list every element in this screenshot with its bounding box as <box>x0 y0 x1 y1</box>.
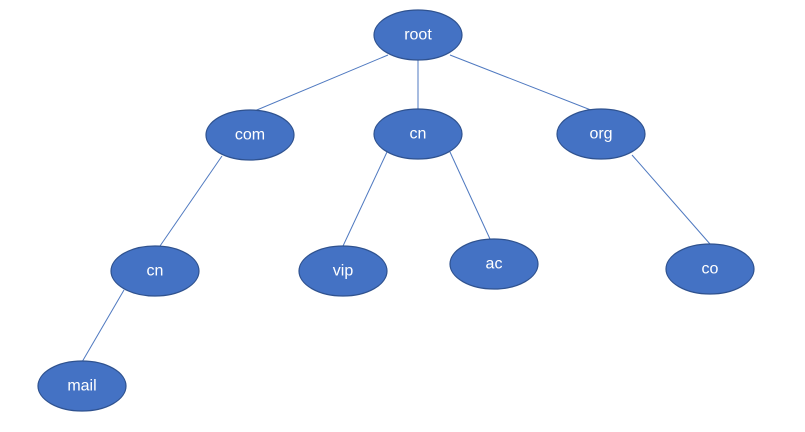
node-cn-top: cn <box>373 108 463 160</box>
node-com-label: com <box>235 127 265 144</box>
edge-cn-vip <box>342 151 388 247</box>
node-cn-top-label: cn <box>410 126 427 143</box>
node-mail: mail <box>37 360 127 412</box>
node-mail-label: mail <box>67 378 96 395</box>
node-vip-shape <box>298 245 388 297</box>
node-org-shape <box>556 108 646 160</box>
node-co-shape <box>665 243 755 295</box>
node-org-label: org <box>589 126 612 143</box>
nodes-layer: root com cn org cn vip ac co <box>37 9 755 412</box>
edge-cn-ac <box>449 151 491 240</box>
edges-layer <box>81 54 711 363</box>
node-cn-com: cn <box>110 245 200 297</box>
node-ac: ac <box>449 238 539 290</box>
node-co: co <box>665 243 755 295</box>
node-cn-com-label: cn <box>147 263 164 280</box>
node-cn-com-shape <box>110 245 200 297</box>
edge-root-com <box>251 54 389 113</box>
edge-com-cn <box>159 155 223 247</box>
node-ac-shape <box>449 238 539 290</box>
node-co-label: co <box>702 261 719 278</box>
node-org: org <box>556 108 646 160</box>
node-com: com <box>205 109 295 161</box>
node-cn-top-shape <box>373 108 463 160</box>
edge-cn-mail <box>81 289 125 363</box>
edge-root-org <box>449 54 597 113</box>
node-com-shape <box>205 109 295 161</box>
edge-org-co <box>631 154 711 245</box>
node-mail-shape <box>37 360 127 412</box>
node-vip: vip <box>298 245 388 297</box>
node-ac-label: ac <box>486 256 503 273</box>
node-root-label: root <box>404 27 432 44</box>
node-root: root <box>373 9 463 61</box>
node-vip-label: vip <box>333 263 354 280</box>
node-root-shape <box>373 9 463 61</box>
